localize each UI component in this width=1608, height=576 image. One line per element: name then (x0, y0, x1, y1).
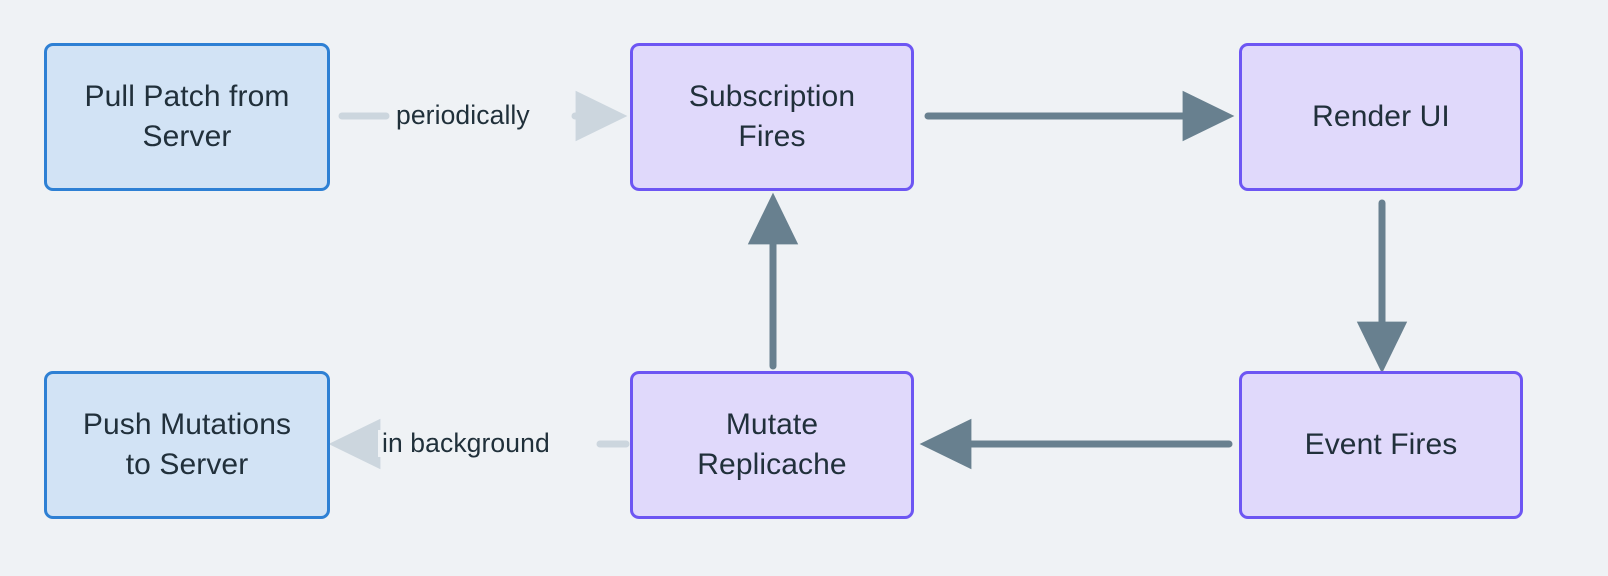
node-event-fires[interactable]: Event Fires (1239, 371, 1523, 519)
node-push-mutations-to-server[interactable]: Push Mutations to Server (44, 371, 330, 519)
node-subscription-fires[interactable]: Subscription Fires (630, 43, 914, 191)
node-label: Push Mutations to Server (82, 407, 292, 481)
node-mutate-replicache[interactable]: Mutate Replicache (630, 371, 914, 519)
node-label: Pull Patch from Server (84, 79, 290, 153)
node-label: Render UI (1312, 99, 1450, 133)
node-label: Subscription Fires (688, 79, 856, 153)
node-pull-patch-from-server[interactable]: Pull Patch from Server (44, 43, 330, 191)
edge-label-in-background: in background (378, 430, 554, 457)
edge-label-periodically: periodically (392, 102, 534, 129)
node-render-ui[interactable]: Render UI (1239, 43, 1523, 191)
node-label: Event Fires (1304, 427, 1458, 461)
node-label: Mutate Replicache (697, 407, 847, 481)
